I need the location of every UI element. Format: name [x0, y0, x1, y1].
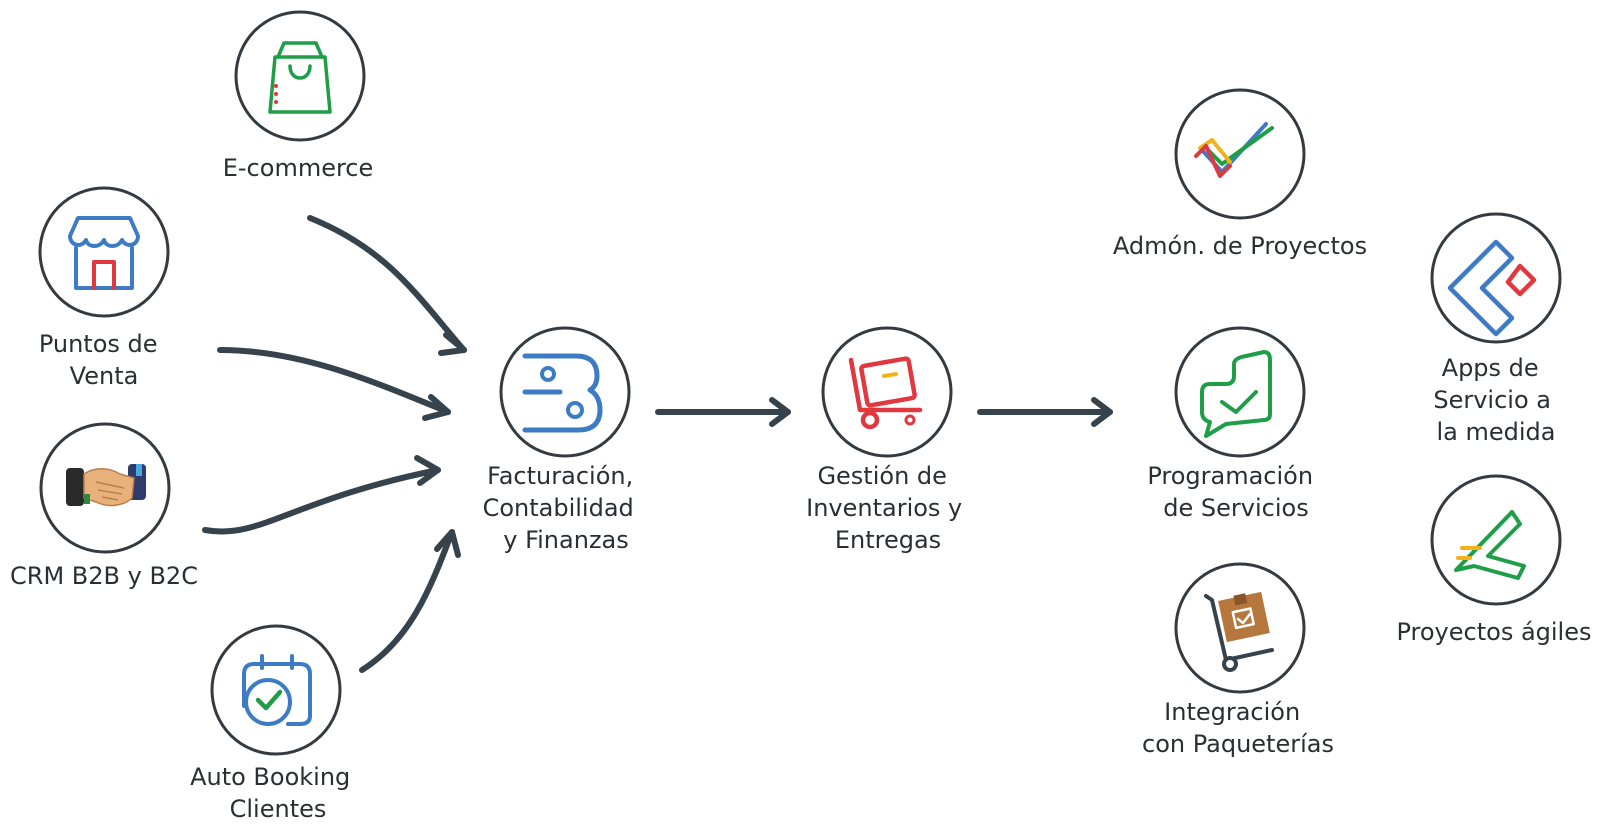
calendar-check-icon: [242, 654, 312, 726]
facturacion-label: Facturación, Contabilidad y Finanzas: [483, 462, 642, 554]
programacion-label: Programación de Servicios: [1147, 462, 1320, 522]
store-icon: [68, 216, 140, 290]
arrow-inventarios-to-programacion: [977, 397, 1113, 427]
arrow-facturacion-to-inventarios: [655, 397, 791, 427]
auto-booking-label: Auto Booking Clientes: [190, 763, 358, 823]
node-inventarios: Gestión de Inventarios y Entregas: [806, 326, 970, 554]
auto-booking-circle: [210, 624, 342, 756]
node-agiles: Proyectos ágiles: [1396, 474, 1592, 646]
arrow-ecommerce-to-facturacion: [307, 215, 467, 356]
crm-label: CRM B2B y B2C: [10, 562, 198, 590]
agiles-label: Proyectos ágiles: [1396, 618, 1591, 646]
node-puntos-de-venta: Puntos de Venta: [38, 186, 170, 390]
apps-servicio-label: Apps de Servicio a la medida: [1433, 354, 1558, 446]
inventarios-circle: [821, 326, 953, 458]
node-crm: CRM B2B y B2C: [10, 422, 198, 590]
node-paqueterias: Integración con Paqueterías: [1142, 562, 1334, 758]
ecommerce-label: E-commerce: [223, 154, 374, 182]
sprints-logo-icon: [1454, 510, 1526, 580]
handshake-icon: [66, 464, 146, 507]
node-ecommerce: E-commerce: [223, 10, 374, 182]
parcel-cart-icon: [1204, 591, 1274, 672]
node-apps-servicio: Apps de Servicio a la medida: [1430, 212, 1562, 446]
node-auto-booking: Auto Booking Clientes: [190, 624, 358, 823]
puntos-venta-circle: [38, 186, 170, 318]
apps-servicio-circle: [1430, 212, 1562, 344]
paqueterias-label: Integración con Paqueterías: [1142, 698, 1334, 758]
puntos-venta-label: Puntos de Venta: [39, 330, 165, 390]
facturacion-circle: [499, 326, 631, 458]
ecommerce-circle: [234, 10, 366, 142]
node-proyectos: Admón. de Proyectos: [1113, 88, 1367, 260]
programacion-circle: [1174, 326, 1306, 458]
arrow-puntos-to-facturacion: [217, 347, 451, 421]
arrow-crm-to-facturacion: [202, 455, 441, 535]
fsm-chat-check-icon: [1200, 350, 1272, 438]
node-facturacion: Facturación, Contabilidad y Finanzas: [483, 326, 642, 554]
agiles-circle: [1430, 474, 1562, 606]
books-logo-icon: [522, 353, 603, 433]
arrow-booking-to-facturacion: [359, 529, 461, 673]
shopping-bag-icon: [268, 41, 332, 114]
inventarios-label: Gestión de Inventarios y Entregas: [806, 462, 970, 554]
node-programacion: Programación de Servicios: [1147, 326, 1320, 522]
proyectos-label: Admón. de Proyectos: [1113, 232, 1367, 260]
creator-logo-icon: [1447, 239, 1537, 337]
projects-check-icon: [1194, 122, 1274, 178]
hand-truck-icon: [848, 356, 923, 430]
